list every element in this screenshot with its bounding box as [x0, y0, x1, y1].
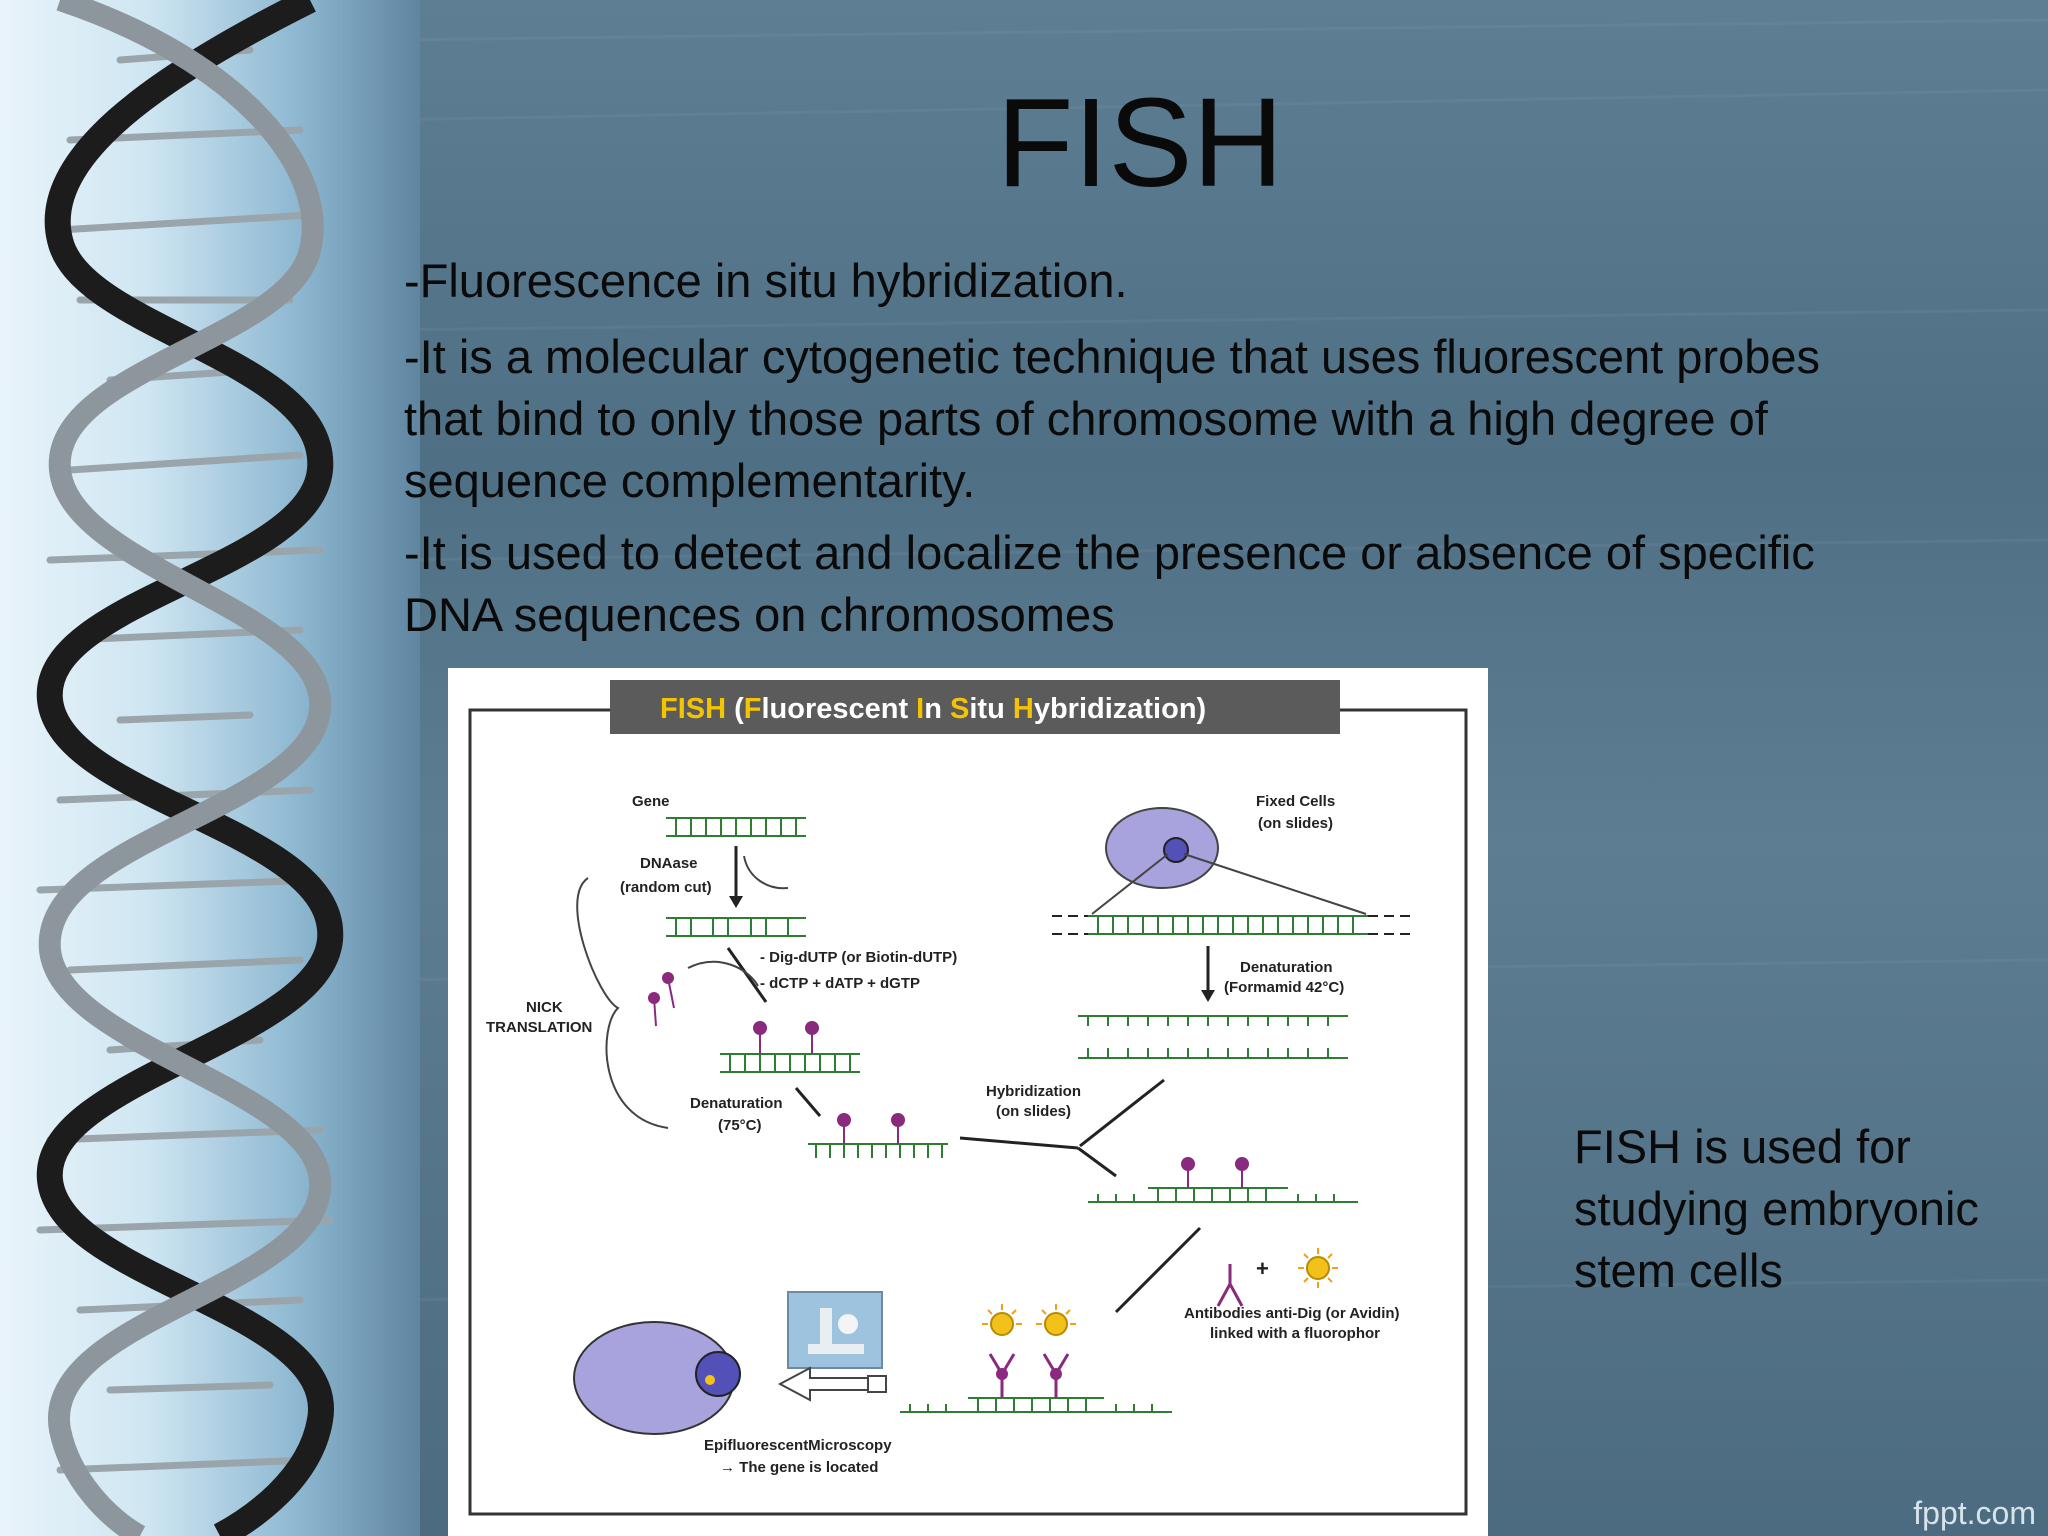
epi-microscopy-label: EpifluorescentMicroscopy: [704, 1437, 892, 1454]
hybridization-label: Hybridization: [986, 1083, 1081, 1100]
labeled-dna-strand: [720, 1021, 860, 1073]
result-cell-nucleus: [695, 1351, 741, 1397]
fixed-cells-label: Fixed Cells: [1256, 793, 1335, 810]
cut-fragment-arrow: [743, 855, 789, 890]
denatured-strands: [1078, 1015, 1348, 1059]
dig-dutp-label: - Dig-dUTP (or Biotin-dUTP): [760, 949, 957, 966]
nick-label: NICK: [526, 999, 563, 1016]
bullet-definition: -Fluorescence in situ hybridization.: [404, 254, 1128, 307]
denaturation-right-label: Denaturation: [1240, 959, 1333, 976]
detected-dna: [900, 1304, 1172, 1413]
single-strand-probe: [808, 1113, 948, 1158]
fish-diagram-figure: FISH(Fluorescent In Situ Hybridization) …: [448, 668, 1488, 1536]
fixed-cell-nucleus: [1163, 837, 1189, 863]
antibody-icon: [1216, 1264, 1244, 1307]
slide-title: FISH: [996, 72, 1284, 213]
fluorophore-icon: [1298, 1248, 1338, 1288]
nucleotide-curve: [687, 960, 759, 987]
on-slides-label: (on slides): [1258, 815, 1333, 832]
linked-label: linked with a fluorophor: [1210, 1325, 1380, 1342]
figure-header-bar: [610, 680, 1340, 734]
chromosome-dna-strand: [1088, 915, 1368, 935]
gene-dna-strand: [666, 817, 806, 837]
microscope-icon: [787, 1291, 883, 1369]
hybridization-on-slides-label: (on slides): [996, 1103, 1071, 1120]
translation-label: TRANSLATION: [486, 1019, 592, 1036]
temperature-left-label: (75°C): [718, 1117, 762, 1134]
hybridized-dna: [1088, 1157, 1358, 1203]
nucleotide-arrow: [726, 947, 768, 1003]
dna-helix-graphic: [36, 0, 344, 1536]
gene-signal-dot: [705, 1375, 715, 1385]
denaturation-right-arrowhead: [1201, 990, 1215, 1002]
side-note: FISH is used for studying embryonic stem…: [1574, 1120, 1979, 1297]
gene-located-label: → The gene is located: [720, 1459, 878, 1476]
hyb-arrow-down: [1077, 1146, 1117, 1178]
nick-translation-brace: [576, 877, 669, 1129]
chromosome-dashed-ends: [1052, 915, 1410, 935]
dnaase-arrowhead: [729, 896, 743, 908]
hyb-arrow-right: [1079, 1078, 1165, 1148]
zoom-line-left: [1091, 853, 1169, 915]
footer-brand: fppt.com: [1913, 1495, 2036, 1531]
antibodies-label: Antibodies anti-Dig (or Avidin): [1184, 1305, 1400, 1322]
hyb-arrow-left: [959, 1136, 1079, 1150]
random-cut-label: (random cut): [620, 879, 712, 896]
zoom-line-right: [1183, 853, 1367, 915]
plus-sign: +: [1256, 1256, 1269, 1281]
gene-label: Gene: [632, 793, 670, 810]
figure-header-title: FISH(Fluorescent In Situ Hybridization): [660, 693, 1206, 725]
cut-dna-strand: [666, 917, 806, 937]
denaturation-arrow: [794, 1087, 822, 1117]
antibody-arrow: [1114, 1226, 1202, 1314]
bullet-usage: -It is used to detect and localize the p…: [404, 526, 1815, 641]
result-arrow-icon: [777, 1366, 887, 1402]
formamid-label: (Formamid 42°C): [1224, 979, 1344, 996]
dnaase-label: DNAase: [640, 855, 698, 872]
free-probe-nucleotides: [648, 972, 675, 1027]
denaturation-left-label: Denaturation: [690, 1095, 783, 1112]
bullet-technique: -It is a molecular cytogenetic technique…: [404, 330, 1820, 507]
dctp-label: - dCTP + dATP + dGTP: [760, 975, 920, 992]
fixed-cell: [1105, 807, 1219, 889]
